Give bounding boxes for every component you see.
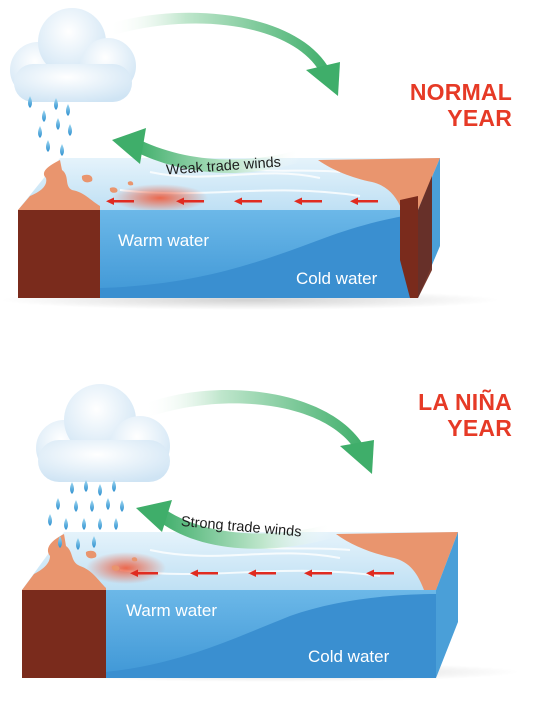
current-arrow: [248, 569, 276, 577]
rain-drops-icon: [48, 480, 124, 550]
cold-water-label: Cold water: [308, 647, 390, 666]
land-west: [22, 534, 106, 590]
current-arrow: [106, 197, 134, 205]
land-block-east-edge: [400, 196, 418, 298]
trade-winds-arrow: [112, 128, 300, 173]
rain-drops-icon: [28, 96, 72, 156]
surface-current-arrows: [130, 569, 394, 577]
current-arrow: [190, 569, 218, 577]
land-islands: [85, 550, 138, 571]
warm-water-label: Warm water: [126, 601, 217, 620]
current-arrow: [176, 197, 204, 205]
warm-pool-hotspot: [112, 184, 208, 212]
upper-air-circulation-arrow: [144, 390, 374, 474]
surface-current-arrows: [106, 197, 378, 205]
current-arrow: [130, 569, 158, 577]
panel-title-line2: YEAR: [447, 415, 512, 441]
trade-winds-arrow: [136, 500, 332, 549]
land-islands: [81, 174, 134, 193]
land-west: [18, 160, 100, 210]
panel-la-nina-year: Strong trade winds Warm water Cold water…: [20, 384, 520, 682]
current-arrow: [304, 569, 332, 577]
land-block-west: [22, 590, 106, 678]
cloud-icon: [10, 8, 136, 102]
upper-air-circulation-arrow: [108, 12, 340, 96]
panel-title-line1: NORMAL: [410, 79, 512, 105]
panel-normal-year: Weak trade winds Warm water Cold water N…: [0, 8, 512, 310]
land-block-east-side: [418, 176, 432, 298]
current-arrow: [234, 197, 262, 205]
land-east: [318, 158, 440, 210]
current-arrow: [294, 197, 322, 205]
cold-water-layer: [100, 214, 418, 298]
land-block-east: [436, 532, 458, 678]
warm-water-label: Warm water: [118, 231, 209, 250]
warm-pool-hotspot: [86, 552, 166, 584]
panel-title-line2: YEAR: [447, 105, 512, 131]
current-arrow: [366, 569, 394, 577]
cold-water-layer: [106, 594, 436, 678]
land-east: [336, 532, 458, 590]
cloud-icon: [36, 384, 170, 482]
current-arrow: [350, 197, 378, 205]
land-block-west: [18, 210, 100, 298]
panel-title-line1: LA NIÑA: [418, 388, 512, 415]
cold-water-label: Cold water: [296, 269, 378, 288]
